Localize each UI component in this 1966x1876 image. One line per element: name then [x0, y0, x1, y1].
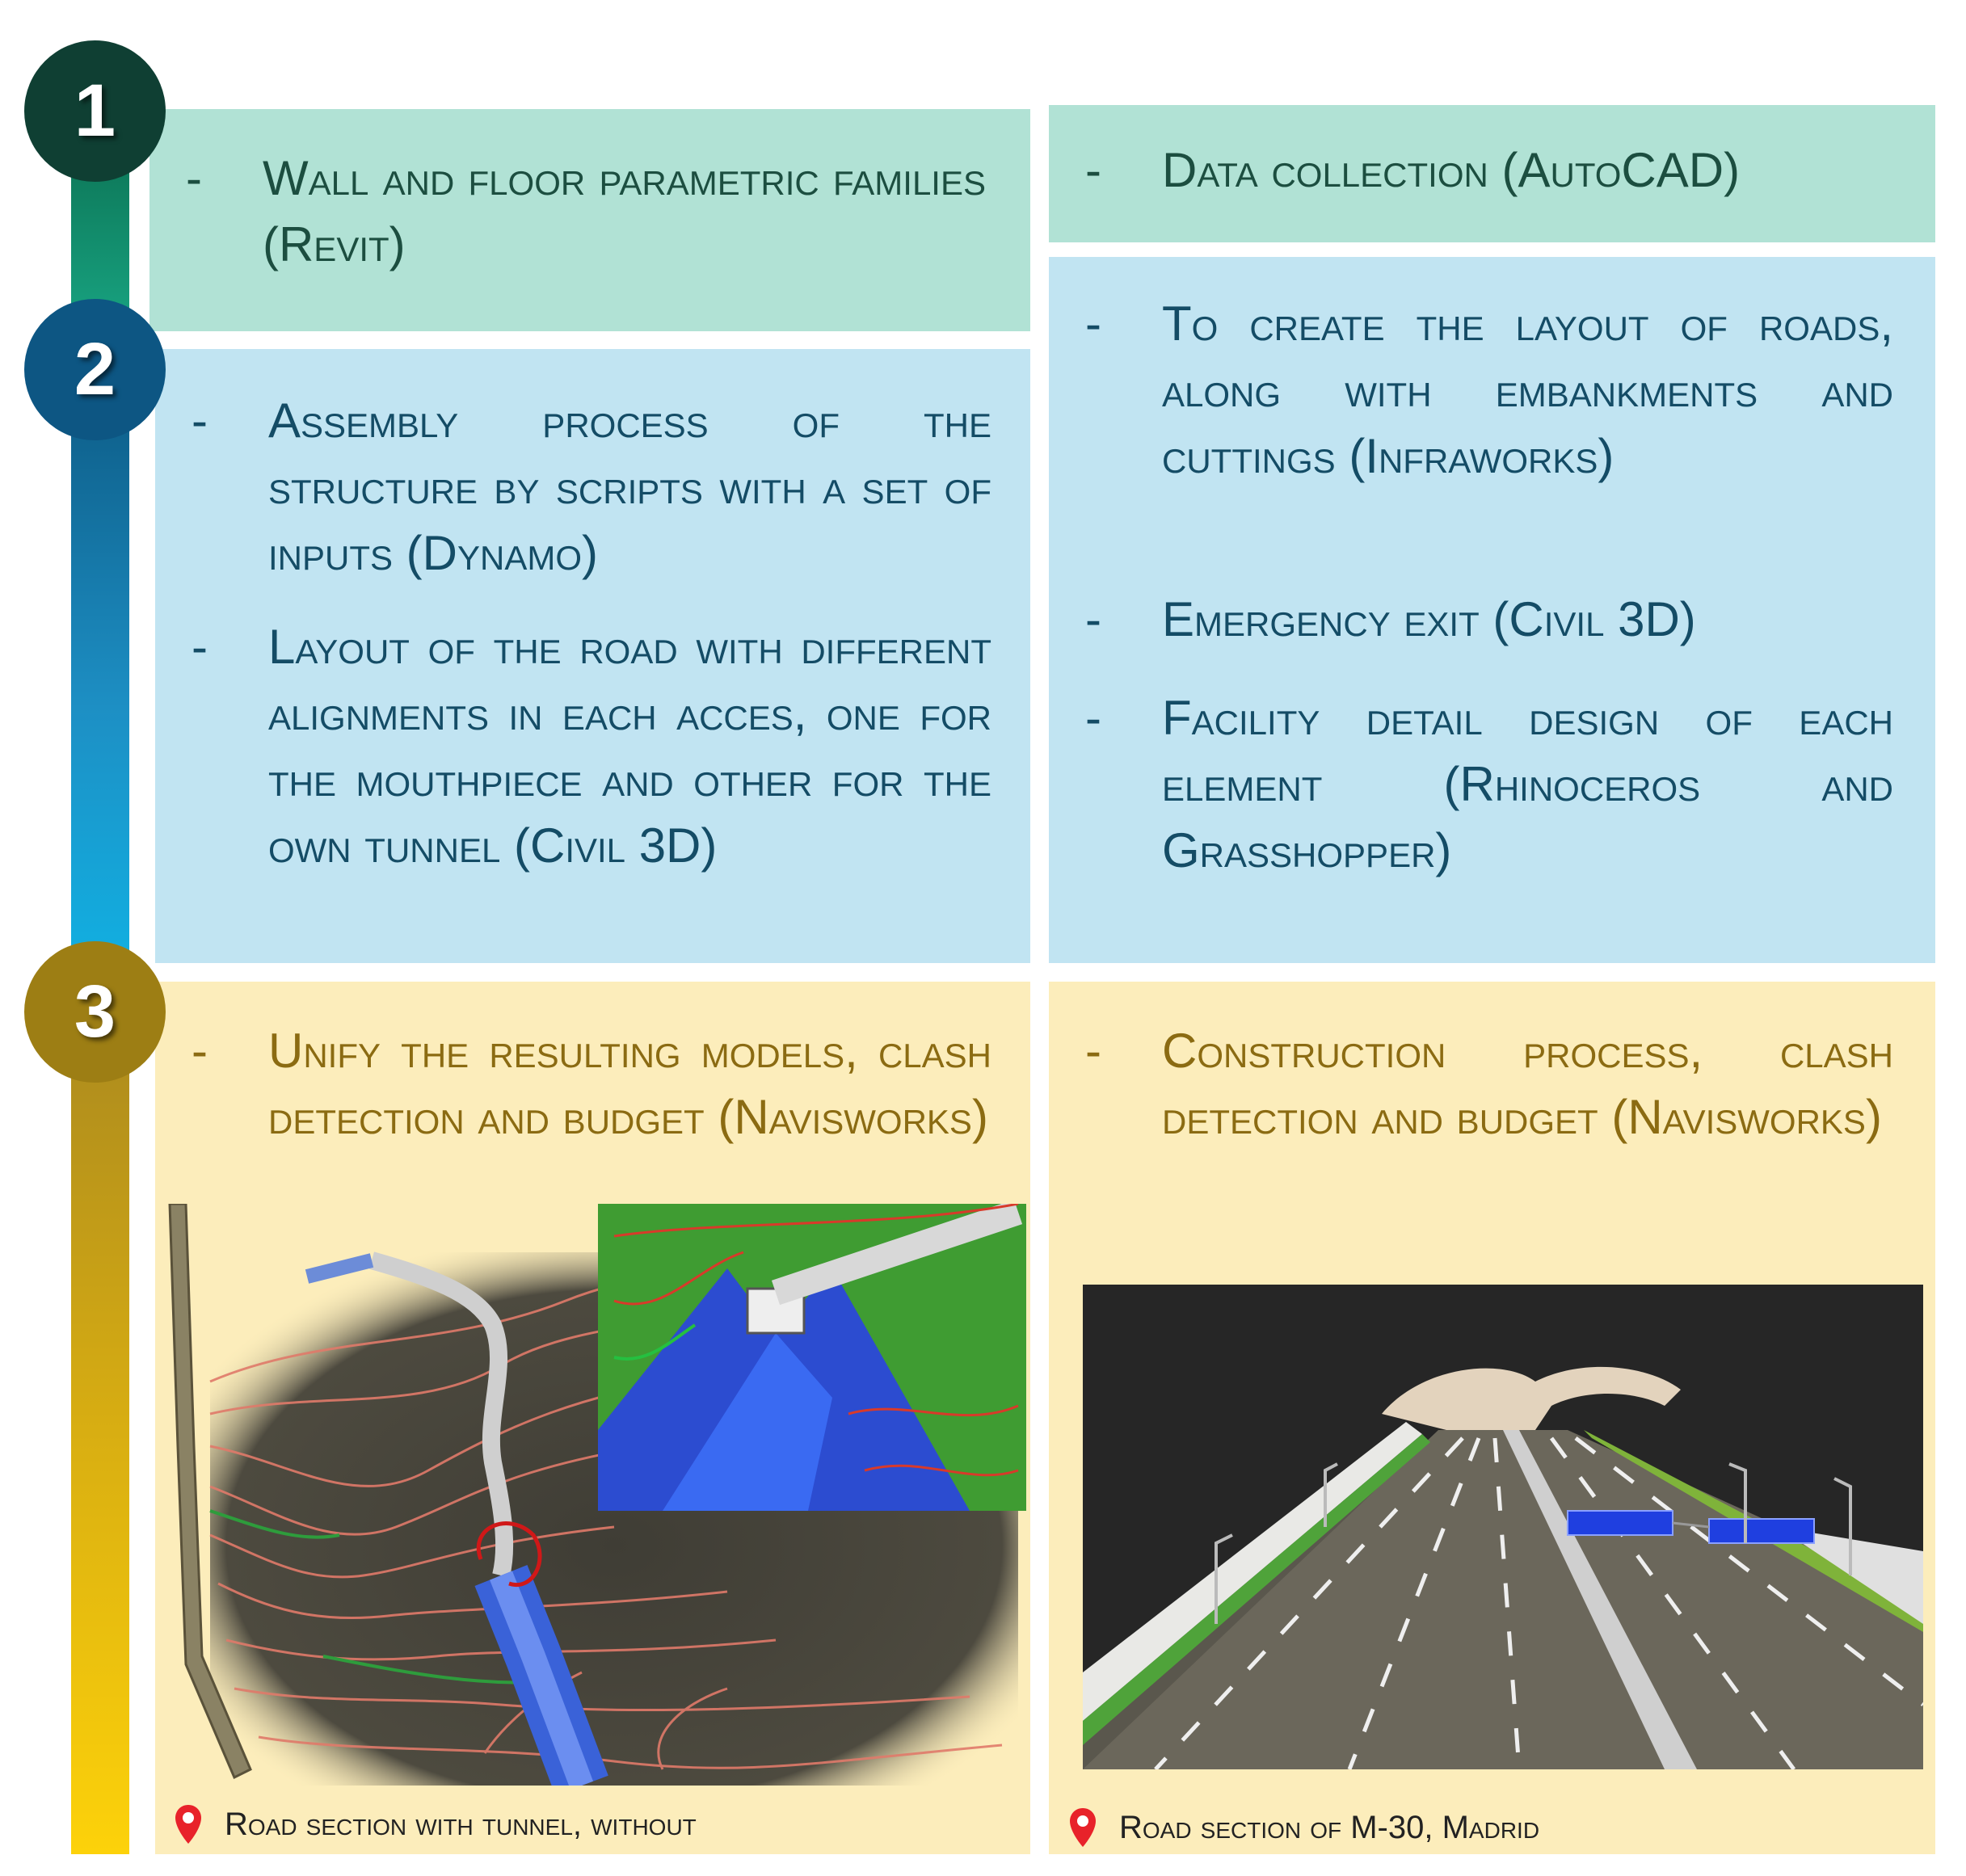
bullet-dash: - — [1085, 592, 1101, 646]
bullet-dash: - — [192, 620, 208, 674]
step2-right-panel: - To create the layout of roads, along w… — [1049, 257, 1935, 963]
step2-left-item-1: - Assembly process of the structure by s… — [192, 388, 991, 590]
step2-right-text-2: Emergency exit (Civil 3D) — [1162, 592, 1696, 646]
bullet-dash: - — [192, 393, 208, 448]
location-pin-icon — [1070, 1808, 1096, 1847]
step3-left-item: - Unify the resulting models, clash dete… — [192, 1018, 991, 1220]
step1-right-item: - Data collection (AutoCAD) — [1085, 137, 1893, 210]
bullet-dash: - — [1085, 297, 1101, 351]
step1-left-text: Wall and floor parametric families (Revi… — [263, 151, 986, 271]
step3-right-item: - Construction process, clash detection … — [1085, 1018, 1893, 1220]
location-pin-icon — [175, 1805, 201, 1844]
step-2-badge: 2 — [24, 299, 166, 440]
step1-left-item: - Wall and floor parametric families (Re… — [186, 145, 986, 291]
step2-right-item-2: - Emergency exit (Civil 3D) — [1085, 587, 1893, 659]
step-3-badge: 3 — [24, 941, 166, 1083]
bullet-dash: - — [186, 151, 202, 205]
step2-right-text-3: Facility detail design of each element (… — [1162, 691, 1893, 877]
highway-render-image — [1083, 1285, 1923, 1769]
step-1-badge: 1 — [24, 40, 166, 182]
tunnel-terrain-image — [162, 1204, 1026, 1786]
bullet-dash: - — [1085, 143, 1101, 197]
step3-right-text: Construction process, clash detection an… — [1162, 1024, 1893, 1144]
bullet-dash: - — [192, 1024, 208, 1078]
bullet-dash: - — [1085, 691, 1101, 745]
step2-left-text-1: Assembly process of the structure by scr… — [268, 393, 991, 580]
left-image-caption: Road section with tunnel, without — [225, 1807, 697, 1842]
step3-left-text: Unify the resulting models, clash detect… — [268, 1024, 991, 1144]
step2-right-item-3: - Facility detail design of each element… — [1085, 685, 1893, 887]
right-image-caption: Road section of M-30, Madrid — [1119, 1810, 1540, 1845]
step2-left-item-2: - Layout of the road with different alig… — [192, 614, 991, 945]
step2-left-text-2: Layout of the road with different alignm… — [268, 620, 991, 873]
step2-right-item-1: - To create the layout of roads, along w… — [1085, 291, 1893, 557]
timeline-bar-step-2 — [71, 339, 129, 953]
bullet-dash: - — [1085, 1024, 1101, 1078]
step2-right-text-1: To create the layout of roads, along wit… — [1162, 297, 1893, 483]
step1-right-text: Data collection (AutoCAD) — [1162, 143, 1741, 197]
timeline-bar-step-3 — [71, 986, 129, 1854]
step1-left-panel: - Wall and floor parametric families (Re… — [149, 109, 1030, 331]
step1-right-panel: - Data collection (AutoCAD) — [1049, 105, 1935, 242]
step2-left-panel: - Assembly process of the structure by s… — [155, 349, 1030, 963]
